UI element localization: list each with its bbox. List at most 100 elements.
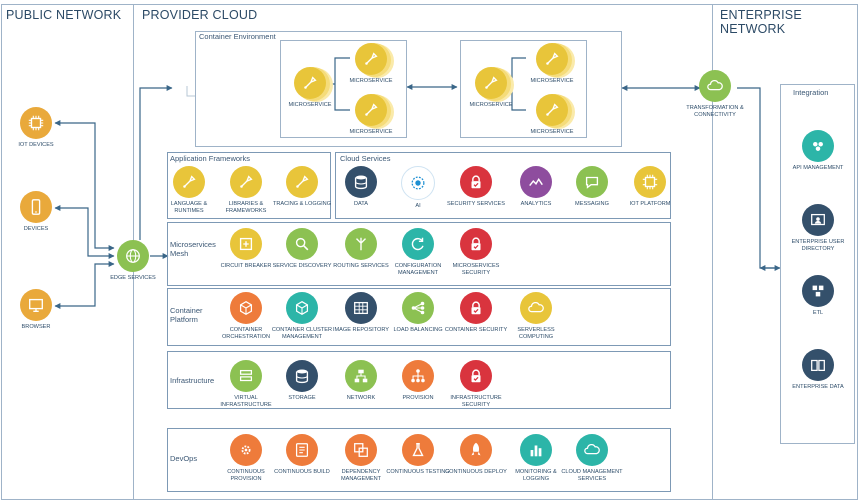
iot-devices: IoT DEVICES	[4, 107, 68, 149]
squares-icon	[345, 434, 377, 466]
circuit-breaker-label: CIRCUIT BREAKER	[220, 263, 272, 269]
microservice-6-label: MICROSERVICE	[530, 129, 574, 135]
microservices-security: MICROSERVICES SECURITY	[444, 228, 508, 276]
cube-icon	[230, 292, 262, 324]
circuit-breaker: CIRCUIT BREAKER	[214, 228, 278, 270]
api-management-label: API MANAGEMENT	[792, 165, 844, 171]
browser: BROWSER	[4, 289, 68, 331]
edge-services: EDGE SERVICES	[101, 240, 165, 282]
application-frameworks-title: Application Frameworks	[170, 154, 251, 163]
microservice-1: MICROSERVICE	[278, 67, 342, 109]
serverless-computing: SERVERLESS COMPUTING	[504, 292, 568, 340]
server-icon	[230, 360, 262, 392]
continuous-provision-label: CONTINUOUS PROVISION	[227, 469, 265, 482]
microservice-5-label: MICROSERVICE	[530, 78, 574, 84]
load-balancing-label: LOAD BALANCING	[393, 327, 443, 333]
data-label: DATA	[353, 201, 369, 207]
security-services-label: SECURITY SERVICES	[447, 201, 505, 207]
monitoring-logging-label: MONITORING & LOGGING	[515, 469, 557, 482]
database-icon	[802, 275, 834, 307]
container-security-label: CONTAINER SECURITY	[444, 327, 508, 333]
continuous-testing: CONTINUOUS TESTING	[386, 434, 450, 476]
microservice-4-label: MICROSERVICE	[469, 102, 513, 108]
dependency-management-label: DEPENDENCY MANAGEMENT	[340, 469, 382, 482]
service-discovery: SERVICE DISCOVERY	[270, 228, 334, 270]
wrench-icon	[355, 94, 387, 126]
wrench-icon	[355, 43, 387, 75]
virtual-infrastructure: VIRTUAL INFRASTRUCTURE	[214, 360, 278, 408]
outer-frame	[1, 4, 858, 500]
storage-label: STORAGE	[288, 395, 316, 401]
network: NETWORK	[329, 360, 393, 402]
microservice-3: MICROSERVICE	[339, 94, 403, 136]
search-icon	[286, 228, 318, 260]
serverless-computing-label: SERVERLESS COMPUTING	[517, 327, 555, 340]
cloud-services-box	[335, 152, 671, 219]
integration-panel	[780, 84, 855, 444]
data: DATA	[329, 166, 393, 208]
container-orchestration-label: CONTAINER ORCHESTRATION	[221, 327, 271, 340]
language-runtimes-label: LANGUAGE & RUNTIMES	[170, 201, 208, 214]
infrastructure-title: Infrastructure	[170, 376, 215, 385]
microservice-6: MICROSERVICE	[520, 94, 584, 136]
cloud-management-services: CLOUD MANAGEMENT SERVICES	[560, 434, 624, 482]
monitoring-logging: MONITORING & LOGGING	[504, 434, 568, 482]
microservice-1-label: MICROSERVICE	[288, 102, 332, 108]
rocket-icon	[460, 434, 492, 466]
libraries-frameworks: LIBRARIES & FRAMEWORKS	[214, 166, 278, 214]
wrench-icon	[475, 67, 507, 99]
cloud-icon	[699, 70, 731, 102]
microservices-mesh-box	[167, 222, 671, 286]
container-platform-box	[167, 288, 671, 346]
security-services: SECURITY SERVICES	[444, 166, 508, 208]
lock-icon	[460, 292, 492, 324]
microservice-3-label: MICROSERVICE	[349, 129, 393, 135]
build-icon	[286, 434, 318, 466]
flask-icon	[402, 434, 434, 466]
container-environment	[195, 31, 622, 147]
lock-icon	[460, 360, 492, 392]
container-cluster-management: CONTAINER CLUSTER MANAGEMENT	[270, 292, 334, 340]
zone-title-enterprise: ENTERPRISE NETWORK	[720, 8, 802, 36]
network-icon	[345, 360, 377, 392]
virtual-infrastructure-label: VIRTUAL INFRASTRUCTURE	[220, 395, 272, 408]
wrench-icon	[294, 67, 326, 99]
database-icon	[345, 166, 377, 198]
transformation-label: TRANSFORMATION & CONNECTIVITY	[686, 105, 744, 118]
service-discovery-label: SERVICE DISCOVERY	[272, 263, 332, 269]
etl-label: ETL	[812, 310, 824, 316]
cloud-management-services-label: CLOUD MANAGEMENT SERVICES	[561, 469, 623, 482]
monitor-icon	[20, 289, 52, 321]
directory-icon	[802, 204, 834, 236]
microservice-group-1	[280, 40, 407, 138]
zone-title-public: PUBLIC NETWORK	[6, 8, 122, 22]
integration-title: Integration	[793, 88, 829, 97]
routing-icon	[345, 228, 377, 260]
book-icon	[802, 349, 834, 381]
cloud-services-title: Cloud Services	[340, 154, 391, 163]
messaging-label: MESSAGING	[575, 201, 609, 207]
cube-icon	[286, 292, 318, 324]
tree-icon	[402, 360, 434, 392]
microservice-5: MICROSERVICE	[520, 43, 584, 85]
microservice-4: MICROSERVICE	[459, 67, 523, 109]
application-frameworks-box	[167, 152, 331, 219]
network-label: NETWORK	[346, 395, 376, 401]
enterprise-data-label: ENTERPRISE DATA	[792, 384, 844, 390]
libraries-frameworks-label: LIBRARIES & FRAMEWORKS	[225, 201, 267, 214]
continuous-deploy: CONTINUOUS DEPLOY	[444, 434, 508, 476]
edge-services-label: EDGE SERVICES	[110, 275, 156, 281]
bar-chart-icon	[520, 434, 552, 466]
lock-icon	[460, 228, 492, 260]
api-management: API MANAGEMENT	[786, 130, 850, 172]
continuous-build: CONTINUOUS BUILD	[270, 434, 334, 476]
infrastructure-security: INFRASTRUCTURE SECURITY	[444, 360, 508, 408]
wrench-icon	[536, 43, 568, 75]
lock-icon	[460, 166, 492, 198]
iot-platform-label: IoT PLATFORM	[629, 201, 671, 207]
infrastructure-box	[167, 351, 671, 409]
divider-right	[712, 4, 713, 500]
language-runtimes: LANGUAGE & RUNTIMES	[157, 166, 221, 214]
analytics-label: ANALYTICS	[520, 201, 552, 207]
analytics: ANALYTICS	[504, 166, 568, 208]
